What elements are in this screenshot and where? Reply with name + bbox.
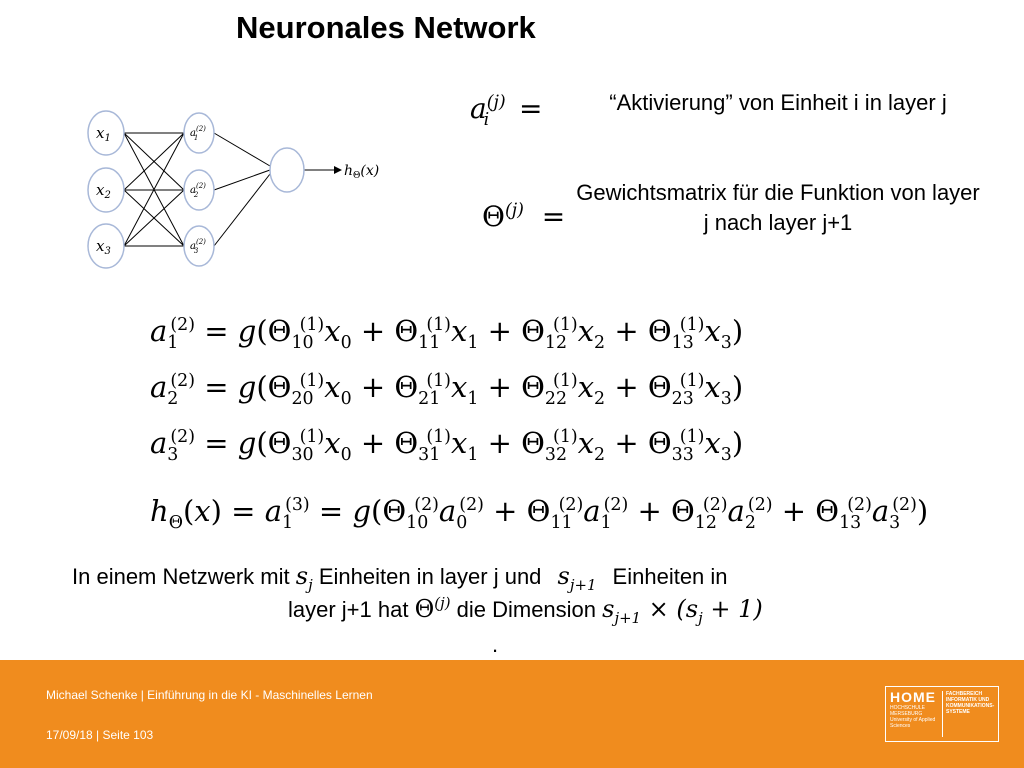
- svg-text:a(2)2: a(2)2: [190, 182, 206, 199]
- theta-symbol: Θ(j) =: [482, 200, 566, 233]
- theta-description: Gewichtsmatrix für die Funktion von laye…: [576, 180, 980, 235]
- svg-text:a(2)1: a(2)1: [190, 125, 206, 142]
- svg-text:x3: x3: [96, 237, 111, 257]
- hidden-node-2: [183, 169, 215, 211]
- equation-a3: a3(2) = g(Θ30(1)x0 + Θ31(1)x1 + Θ32(1)x2…: [150, 426, 744, 465]
- svg-text:x2: x2: [96, 181, 111, 201]
- svg-text:hΘ(x): hΘ(x): [344, 163, 379, 181]
- slide-title: Neuronales Network: [236, 10, 536, 45]
- input-node-1: [87, 110, 125, 156]
- activation-description: “Aktivierung” von Einheit i in layer j: [609, 90, 947, 115]
- hidden-node-1: [183, 112, 215, 154]
- equation-hypothesis: hΘ(x) = a1(3) = g(Θ10(2)a0(2) + Θ11(2)a1…: [150, 494, 929, 533]
- university-logo: HOME HOCHSCHULE MERSEBURG University of …: [885, 686, 999, 742]
- input-node-3: [87, 223, 125, 269]
- dimension-sentence-line2: layer j+1 hat Θ(j) die Dimension sj+1 × …: [288, 594, 763, 627]
- footer-author: Michael Schenke | Einführung in die KI -…: [46, 688, 373, 702]
- footer-bar: Michael Schenke | Einführung in die KI -…: [0, 660, 1024, 768]
- footer-date-page: 17/09/18 | Seite 103: [46, 728, 154, 742]
- svg-text:x1: x1: [96, 124, 111, 144]
- neural-network-diagram: x1 x2 x3 a(2)1 a(2)2 a(2)3 hΘ(x): [87, 110, 379, 269]
- activation-symbol: a(j)i =: [470, 92, 543, 130]
- equation-a2: a2(2) = g(Θ20(1)x0 + Θ21(1)x1 + Θ22(1)x2…: [150, 370, 744, 409]
- dimension-sentence-line1: In einem Netzwerk mit sj Einheiten in la…: [72, 562, 728, 594]
- hidden-node-3: [183, 225, 215, 267]
- svg-text:a(2)3: a(2)3: [190, 238, 206, 255]
- sentence-dot: .: [492, 632, 499, 657]
- equation-a1: a1(2) = g(Θ10(1)x0 + Θ11(1)x1 + Θ12(1)x2…: [150, 314, 744, 353]
- input-node-2: [87, 167, 125, 213]
- output-node: [269, 147, 305, 193]
